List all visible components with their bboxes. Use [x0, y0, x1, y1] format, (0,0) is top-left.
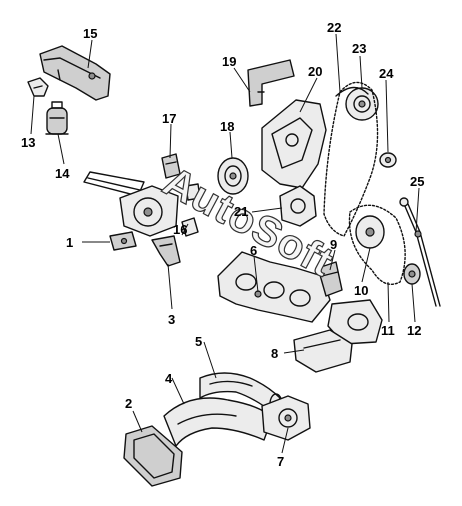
label-part-14: 14	[55, 166, 70, 181]
label-part-10: 10	[354, 283, 368, 298]
label-part-18: 18	[220, 119, 234, 134]
label-part-19: 19	[222, 54, 236, 69]
part-17-small-mount	[161, 153, 181, 179]
part-9-heat-shield	[317, 261, 343, 297]
part-22-timing-belt	[323, 81, 379, 237]
part-20-timing-cover	[261, 99, 327, 189]
part-21-water-pump	[279, 185, 317, 227]
label-part-6: 6	[250, 243, 257, 258]
alternator-assembly	[83, 171, 179, 237]
label-part-13: 13	[21, 135, 35, 150]
label-part-17: 17	[162, 111, 176, 126]
label-part-2: 2	[125, 396, 132, 411]
label-part-22: 22	[327, 20, 341, 35]
label-part-7: 7	[277, 454, 284, 469]
part-10-crank-pulley	[348, 204, 406, 285]
part-1-bracket	[109, 231, 137, 251]
part-24-tensioner	[379, 152, 397, 168]
part-8-lower-shield	[293, 329, 353, 373]
part-7-throttle-body	[261, 395, 311, 441]
leader-lines	[30, 33, 420, 454]
label-part-5: 5	[195, 334, 202, 349]
part-labels: 1 2 3 4 5 6 7 8 9 10 11 12 13 14 15 16 1…	[21, 20, 424, 469]
label-part-11: 11	[381, 323, 395, 338]
label-part-9: 9	[330, 237, 337, 252]
label-part-25: 25	[410, 174, 424, 189]
part-19-bracket	[247, 59, 295, 107]
part-2-airbox-flange	[123, 425, 183, 487]
label-part-3: 3	[168, 312, 175, 327]
part-14-rubber-mount	[45, 101, 69, 135]
label-part-1: 1	[66, 235, 73, 250]
part-25-dipstick	[399, 197, 441, 307]
part-11-outlet-pipe	[327, 299, 383, 345]
label-part-24: 24	[379, 66, 394, 81]
label-part-21: 21	[234, 204, 248, 219]
part-3-bracket	[151, 235, 181, 267]
part-4-intake-duct	[163, 397, 273, 447]
label-part-12: 12	[407, 323, 421, 338]
label-part-8: 8	[271, 346, 278, 361]
label-part-16: 16	[173, 222, 187, 237]
label-part-4: 4	[165, 371, 173, 386]
part-18-pulley	[217, 157, 249, 195]
label-part-15: 15	[83, 26, 97, 41]
part-13-small-bracket	[27, 77, 49, 97]
part-15-mount-bracket	[39, 45, 111, 101]
label-part-20: 20	[308, 64, 322, 79]
label-part-23: 23	[352, 41, 366, 56]
part-12-idler	[403, 263, 421, 285]
part-6-exhaust-manifold	[217, 251, 331, 323]
part-16-brackets	[181, 183, 201, 237]
